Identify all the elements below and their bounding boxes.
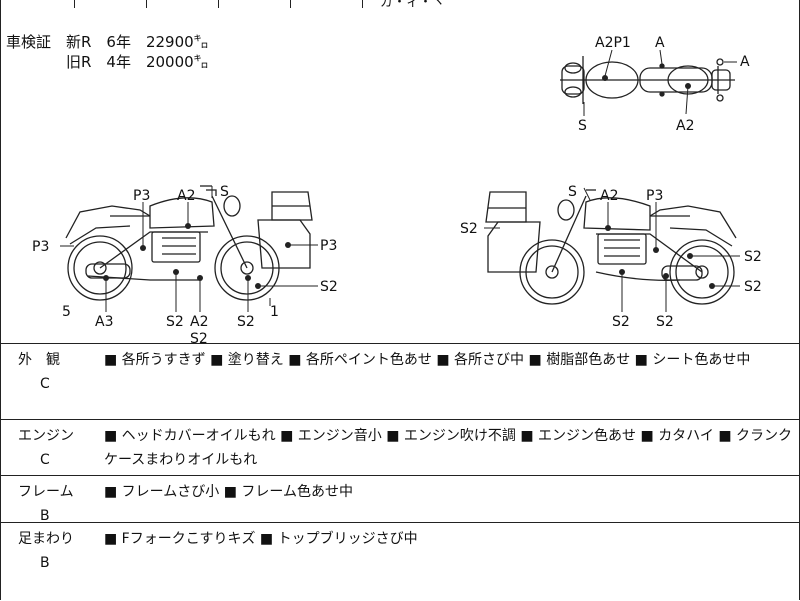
label-s2-b1: S2 <box>612 314 630 330</box>
right-view-leaders <box>484 187 740 312</box>
section-grade: C <box>40 452 50 468</box>
section-category: フレーム B <box>18 480 88 528</box>
section-name: 外 観 <box>18 352 60 368</box>
damage-dot <box>602 75 608 81</box>
header-cell <box>74 0 147 8</box>
label-a-right: A <box>740 54 750 70</box>
header-cell <box>146 0 219 8</box>
label-s2-b2: S2 <box>656 314 674 330</box>
damage-dot <box>197 275 203 281</box>
damage-dot <box>653 247 659 253</box>
left-view-leaders <box>60 186 318 312</box>
motorcycle-left-view <box>65 185 313 301</box>
section-details: ■ 各所うすきず ■ 塗り替え ■ 各所ペイント色あせ ■ 各所さび中 ■ 樹脂… <box>104 352 751 368</box>
section-grade: B <box>40 555 50 571</box>
damage-dot <box>605 225 611 231</box>
label-s2-mid: S2 <box>166 314 184 330</box>
label-p3-right: P3 <box>646 188 663 204</box>
label-a2-top: A2 <box>676 118 694 134</box>
header-cell <box>290 0 363 8</box>
label-s2-low: S2 <box>190 331 208 343</box>
damage-diagram-area: 車検証 新R 6年 22900㌔ 旧R 4年 20000㌔ <box>0 10 800 343</box>
label-p3-left: P3 <box>32 239 49 255</box>
header-cell <box>218 0 291 8</box>
section-details: ■ フレームさび小 ■ フレーム色あせ中 <box>104 484 353 500</box>
label-p3-top-left: P3 <box>133 188 150 204</box>
section-name: フレーム <box>18 484 74 500</box>
section-grade: C <box>40 376 50 392</box>
section-row-exterior: 外 観 C ■ 各所うすきず ■ 塗り替え ■ 各所ペイント色あせ ■ 各所さび… <box>0 343 800 420</box>
label-5: 5 <box>62 304 71 320</box>
damage-dot <box>709 283 715 289</box>
section-name: 足まわり <box>18 531 74 547</box>
section-details: ■ ヘッドカバーオイルもれ ■ エンジン音小 ■ エンジン吹け不調 ■ エンジン… <box>104 428 793 468</box>
section-grade: B <box>40 508 50 524</box>
damage-dot <box>255 283 261 289</box>
damage-dot <box>619 269 625 275</box>
damage-dot <box>140 245 146 251</box>
section-category: 外 観 C <box>18 348 88 396</box>
label-a-top: A <box>655 35 665 51</box>
damage-dot <box>103 275 109 281</box>
label-p3-right-left: P3 <box>320 238 337 254</box>
damage-dot <box>663 273 669 279</box>
header-strip: ガ・ィ・ヽ <box>0 0 800 10</box>
label-s2-left-right: S2 <box>460 221 478 237</box>
registration-line-old: 旧R 4年 20000㌔ <box>6 53 209 71</box>
motorcycle-right-view <box>485 189 737 305</box>
section-row-frame: フレーム B ■ フレームさび小 ■ フレーム色あせ中 <box>0 475 800 524</box>
label-a3: A3 <box>95 314 113 330</box>
motorcycle-top-view <box>560 56 735 104</box>
label-s2-r2: S2 <box>744 279 762 295</box>
damage-dot <box>173 269 179 275</box>
section-row-engine: エンジン C ■ ヘッドカバーオイルもれ ■ エンジン音小 ■ エンジン吹け不調… <box>0 419 800 476</box>
header-cell <box>0 0 75 8</box>
label-a2-left: A2 <box>177 188 195 204</box>
label-s2-right-left: S2 <box>320 279 338 295</box>
frame-border-left <box>0 0 1 600</box>
damage-dot <box>245 275 251 281</box>
section-details: ■ Fフォークこすりキズ ■ トップブリッジさび中 <box>104 531 418 547</box>
label-a2-right: A2 <box>600 188 618 204</box>
damage-dot <box>185 223 191 229</box>
motorcycle-diagrams: A2P1 A A S A2 <box>32 35 762 343</box>
label-s-right: S <box>568 184 577 200</box>
label-a2p1: A2P1 <box>595 35 631 51</box>
label-s2-wheel: S2 <box>237 314 255 330</box>
section-category: エンジン C <box>18 424 88 472</box>
label-a2-low: A2 <box>190 314 208 330</box>
section-name: エンジン <box>18 428 74 444</box>
header-fragment: ガ・ィ・ヽ <box>380 0 446 10</box>
label-1: 1 <box>270 304 279 320</box>
label-s-top: S <box>578 118 587 134</box>
damage-dot <box>285 242 291 248</box>
section-category: 足まわり B <box>18 527 88 575</box>
label-s-left: S <box>220 184 229 200</box>
label-s2-r1: S2 <box>744 249 762 265</box>
top-view-leaders <box>583 49 737 116</box>
section-row-suspension: 足まわり B ■ Fフォークこすりキズ ■ トップブリッジさび中 <box>0 522 800 601</box>
damage-dot <box>687 253 693 259</box>
damage-dot <box>685 83 691 89</box>
registration-line-new: 車検証 新R 6年 22900㌔ <box>6 33 209 51</box>
